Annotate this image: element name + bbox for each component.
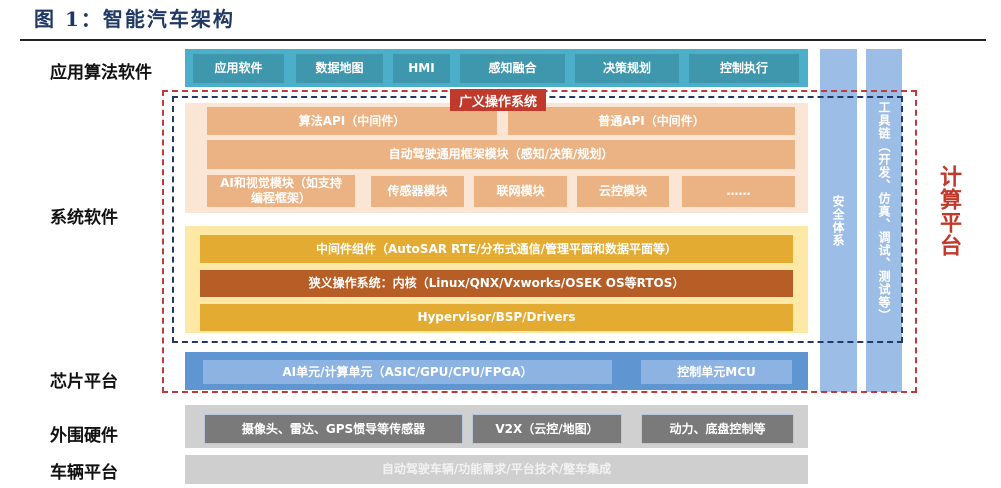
peripheral-block: 摄像头、雷达、GPS惯导等传感器: [204, 414, 463, 444]
app-module: 感知融合: [460, 54, 565, 83]
module-block: 联网模块: [474, 176, 567, 207]
safety-column: 安全体系: [820, 49, 857, 392]
module-block: ……: [682, 176, 795, 207]
figure-title: 图 1：智能汽车架构: [34, 7, 235, 31]
broad-os-badge: 广义操作系统: [450, 89, 546, 111]
api-block: 算法API（中间件）: [207, 107, 497, 135]
middleware-block: 中间件组件（AutoSAR RTE/分布式通信/管理平面和数据平面等）: [200, 235, 793, 263]
hypervisor-block: Hypervisor/BSP/Drivers: [200, 304, 793, 331]
vehicle-layer: 自动驾驶车辆/功能需求/平台技术/整车集成: [185, 455, 808, 484]
row-label-app: 应用算法软件: [50, 63, 152, 83]
module-block: 云控模块: [577, 176, 669, 207]
peripheral-block: V2X（云控/地图）: [472, 414, 622, 444]
row-label-peripheral: 外围硬件: [50, 426, 118, 446]
app-module: 控制执行: [689, 54, 799, 83]
kernel-block: 狭义操作系统：内核（Linux/QNX/Vxworks/OSEK OS等RTOS…: [200, 270, 793, 297]
peripheral-block: 动力、底盘控制等: [641, 414, 794, 444]
title-rule: [20, 39, 986, 41]
app-module: 应用软件: [193, 54, 284, 83]
row-label-vehicle: 车辆平台: [50, 463, 118, 483]
app-module: 决策规划: [575, 54, 679, 83]
mcu-block: 控制单元MCU: [641, 360, 792, 384]
module-block: AI和视觉模块（如支持编程框架）: [207, 175, 355, 207]
framework-block: 自动驾驶通用框架模块（感知/决策/规划）: [207, 140, 795, 169]
app-module: HMI: [393, 54, 450, 83]
toolchain-label: 工具链（开发、仿真、调试、测试等）: [877, 101, 891, 322]
module-block: 传感器模块: [371, 176, 464, 207]
api-block: 普通API（中间件）: [508, 107, 795, 135]
broad-os-frame: [172, 96, 903, 343]
row-label-chip: 芯片平台: [50, 372, 118, 392]
toolchain-column: 工具链（开发、仿真、调试、测试等）: [866, 49, 902, 392]
safety-label: 安全体系: [831, 194, 845, 247]
compute-unit-block: AI单元/计算单元（ASIC/GPU/CPU/FPGA）: [203, 360, 612, 384]
app-module: 数据地图: [296, 54, 383, 83]
compute-platform-label: 计算平台: [936, 165, 961, 257]
row-label-system: 系统软件: [50, 208, 118, 228]
